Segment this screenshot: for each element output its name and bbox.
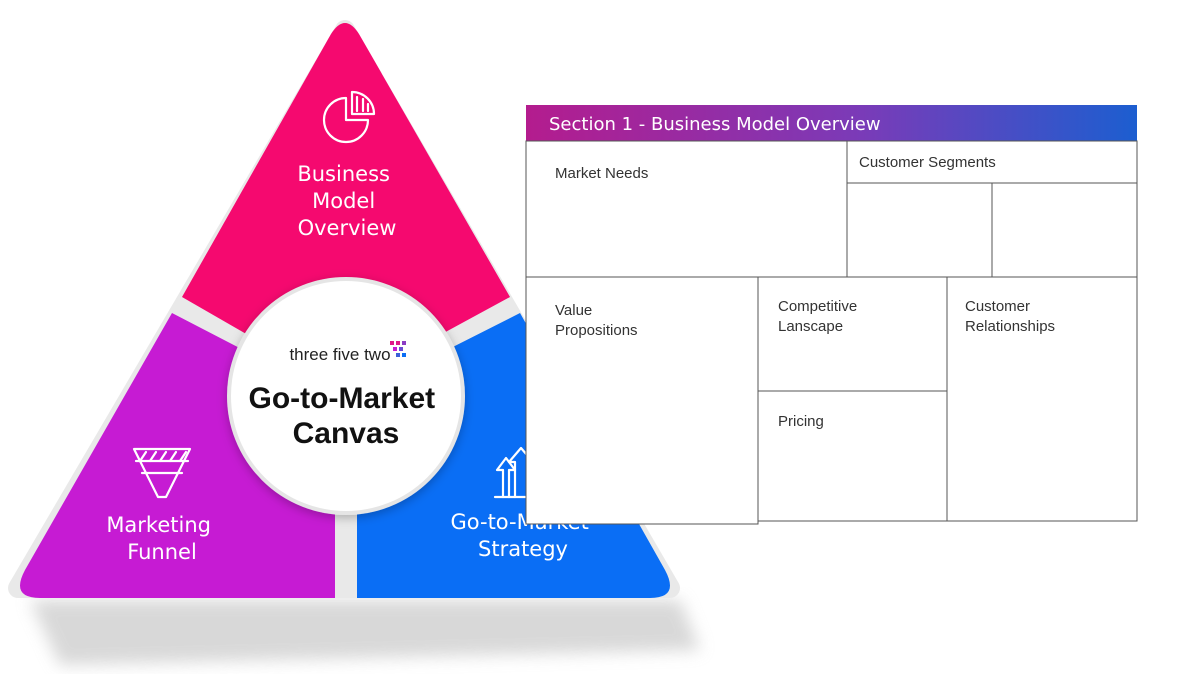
cell-customer-segments[interactable] (846, 140, 1138, 184)
segment-label-left: Marketing Funnel (106, 513, 217, 564)
cell-customer-segments-b[interactable] (991, 182, 1138, 278)
segment-business-model-overview[interactable] (182, 23, 510, 335)
center-title: Go-to-Market Canvas (248, 382, 443, 450)
cell-competitive-landscape[interactable] (757, 276, 948, 392)
cell-value-propositions[interactable] (525, 276, 759, 525)
label-pricing: Pricing (778, 413, 824, 430)
segment-label-top: Business Model Overview (297, 162, 396, 240)
brand-logo-text: three five two (289, 345, 390, 364)
brand-dots-icon (390, 341, 406, 357)
triangle-shadow (30, 600, 700, 665)
business-model-canvas: Section 1 - Business Model Overview Mark… (525, 105, 1138, 525)
canvas-header-title: Section 1 - Business Model Overview (549, 114, 881, 135)
pie-chart-icon (322, 90, 376, 144)
cell-customer-relationships[interactable] (946, 276, 1138, 522)
label-market-needs: Market Needs (555, 165, 648, 182)
label-competitive-landscape: Competitive Lanscape (778, 298, 861, 335)
funnel-icon (132, 447, 192, 499)
cell-pricing[interactable] (757, 390, 948, 522)
cell-customer-segments-a[interactable] (846, 182, 993, 278)
center-circle[interactable] (227, 277, 465, 515)
canvas-header-bar (526, 105, 1137, 141)
label-customer-relationships: Customer Relationships (965, 298, 1055, 335)
cell-market-needs[interactable] (525, 140, 848, 278)
label-value-propositions: Value Propositions (555, 302, 638, 339)
label-customer-segments: Customer Segments (859, 154, 996, 171)
